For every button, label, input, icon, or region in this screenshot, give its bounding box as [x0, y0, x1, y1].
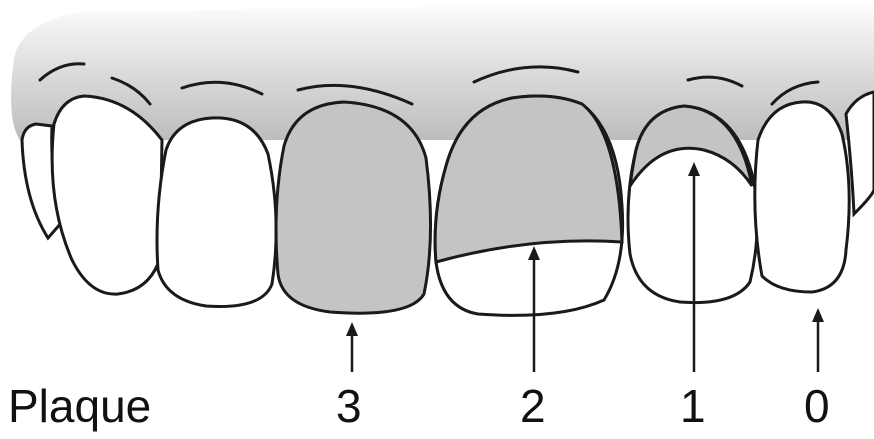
tooth-score-3 — [276, 102, 431, 313]
arrow-score-3 — [346, 322, 358, 372]
score-label-1: 1 — [680, 383, 706, 429]
plaque-label: Plaque — [8, 383, 151, 429]
score-label-0: 0 — [804, 383, 830, 429]
tooth-score-0 — [755, 102, 849, 292]
tooth-left-lateral — [52, 96, 162, 294]
score-label-3: 3 — [336, 383, 362, 429]
score-label-2: 2 — [520, 383, 546, 429]
arrow-score-0 — [812, 308, 824, 372]
tooth-left-central — [157, 118, 276, 307]
